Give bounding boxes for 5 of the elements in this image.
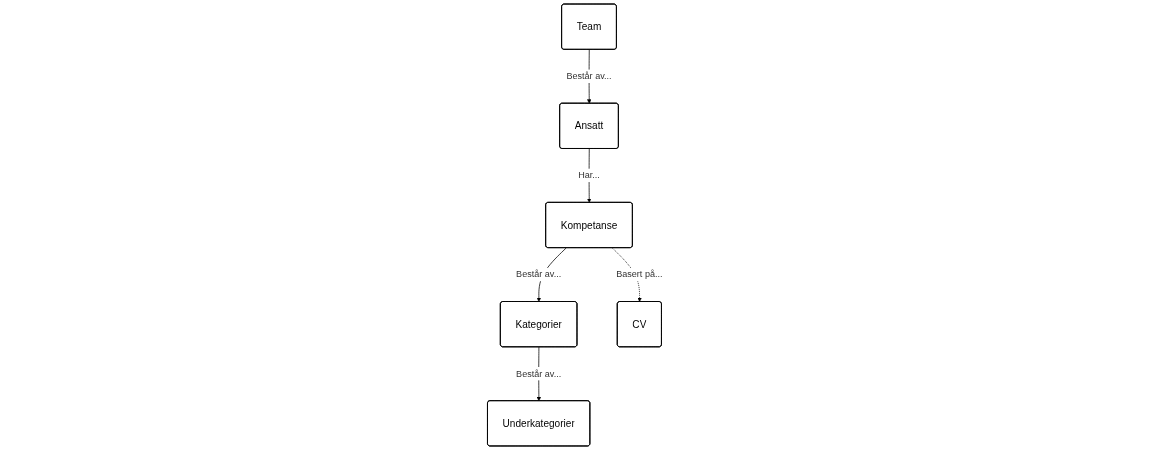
- edge-label: Består av...: [516, 269, 562, 280]
- edge-label: Består av...: [566, 70, 612, 82]
- edge-label: Består av...: [516, 368, 562, 379]
- edge-label: Basert på...: [616, 269, 663, 280]
- edge-label: Har...: [578, 170, 600, 181]
